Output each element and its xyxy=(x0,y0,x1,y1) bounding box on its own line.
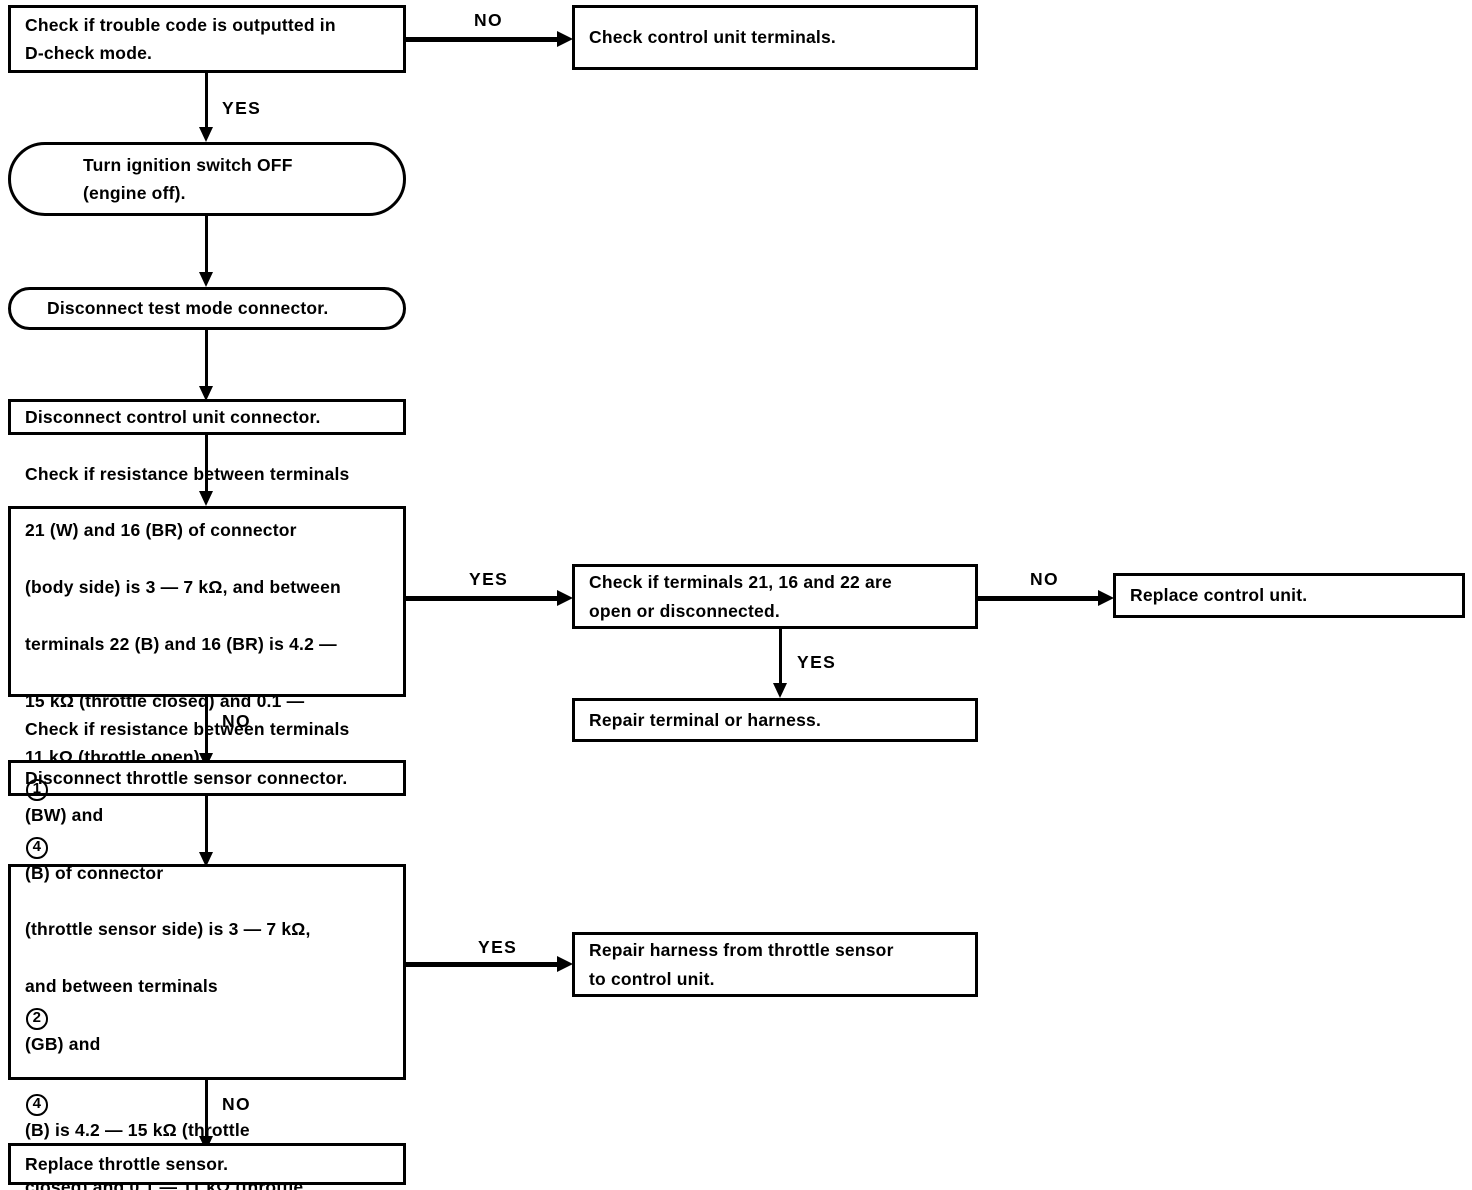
node-check-resistance-body-side[interactable]: Check if resistance between terminals 21… xyxy=(8,464,406,767)
node-replace-control-unit-label: Replace control unit. xyxy=(1130,585,1308,606)
node-disconnect-throttle-sensor-connector-label: Disconnect throttle sensor connector. xyxy=(25,767,348,788)
edge-ignition-to-testmode-arrowhead xyxy=(199,272,213,287)
edge-yes-3-line xyxy=(779,628,782,688)
node-check-resistance-sensor-side-label: Check if resistance between terminals 1 … xyxy=(11,686,363,1190)
node-repair-terminal-or-harness-label: Repair terminal or harness. xyxy=(589,709,822,730)
node-replace-throttle-sensor[interactable]: Replace throttle sensor. xyxy=(8,1143,406,1185)
node-disconnect-test-mode-connector-label: Disconnect test mode connector. xyxy=(47,298,329,319)
edge-yes-2-line xyxy=(405,596,560,601)
node-check-trouble-code-label: Check if trouble code is outputted in D-… xyxy=(25,14,336,63)
node-disconnect-control-unit-connector-label: Disconnect control unit connector. xyxy=(25,406,321,427)
edge-label-no-4: NO xyxy=(222,1094,252,1114)
edge-yes-1-line xyxy=(205,72,208,134)
edge-cuconn-to-resbody-arrowhead xyxy=(199,491,213,506)
node-check-resistance-sensor-side[interactable]: Check if resistance between terminals 1 … xyxy=(8,719,406,1190)
res-sensor-line-1: Check if resistance between terminals xyxy=(25,718,350,739)
res-sensor-line-2a: (BW) and xyxy=(25,804,104,825)
edge-tsconn-to-ressensor-line xyxy=(205,795,208,857)
edge-label-yes-3: YES xyxy=(797,652,837,672)
res-body-line-4: terminals 22 (B) and 16 (BR) is 4.2 — xyxy=(25,633,337,654)
terminal-number-2-icon: 2 xyxy=(26,1008,48,1030)
res-body-line-1: Check if resistance between terminals xyxy=(25,463,350,484)
edge-no-4-line xyxy=(205,1079,208,1141)
edge-label-yes-1: YES xyxy=(222,98,262,118)
edge-yes-3-arrowhead xyxy=(773,683,787,698)
edge-cuconn-to-resbody-line xyxy=(205,434,208,496)
terminal-number-1-icon: 1 xyxy=(26,778,48,801)
edge-no-3-line xyxy=(205,696,208,758)
node-check-terminals-open[interactable]: Check if terminals 21, 16 and 22 are ope… xyxy=(572,564,978,629)
edge-label-no-3: NO xyxy=(222,711,252,731)
res-sensor-line-3: (throttle sensor side) is 3 — 7 kΩ, xyxy=(25,919,311,940)
edge-no-1-line xyxy=(405,37,560,42)
edge-yes-4-line xyxy=(405,962,560,967)
node-repair-terminal-or-harness[interactable]: Repair terminal or harness. xyxy=(572,698,978,742)
node-check-control-unit-terminals[interactable]: Check control unit terminals. xyxy=(572,5,978,70)
res-body-line-2: 21 (W) and 16 (BR) of connector xyxy=(25,520,297,541)
edge-label-no-1: NO xyxy=(474,10,504,30)
edge-ignition-to-testmode-line xyxy=(205,215,208,277)
node-replace-control-unit[interactable]: Replace control unit. xyxy=(1113,573,1465,618)
node-disconnect-throttle-sensor-connector[interactable]: Disconnect throttle sensor connector. xyxy=(8,760,406,796)
terminal-number-4b-icon: 4 xyxy=(26,1094,48,1117)
res-sensor-line-5a: (B) is 4.2 — 15 kΩ (throttle xyxy=(25,1120,250,1141)
node-check-resistance-body-side-label: Check if resistance between terminals 21… xyxy=(11,431,363,771)
edge-yes-2-arrowhead xyxy=(557,590,573,606)
edge-label-yes-4: YES xyxy=(478,937,518,957)
edge-testmode-to-cuconn-line xyxy=(205,329,208,391)
edge-no-1-arrowhead xyxy=(557,31,573,47)
node-replace-throttle-sensor-label: Replace throttle sensor. xyxy=(25,1153,229,1174)
edge-yes-1-arrowhead xyxy=(199,127,213,142)
res-sensor-line-4a: and between terminals xyxy=(25,976,218,996)
res-sensor-line-4b: (GB) and xyxy=(25,1033,101,1054)
node-check-trouble-code[interactable]: Check if trouble code is outputted in D-… xyxy=(8,5,406,73)
node-disconnect-control-unit-connector[interactable]: Disconnect control unit connector. xyxy=(8,399,406,435)
edge-testmode-to-cuconn-arrowhead xyxy=(199,386,213,401)
node-check-terminals-open-label: Check if terminals 21, 16 and 22 are ope… xyxy=(589,572,892,621)
node-repair-harness-throttle-to-control-unit-label: Repair harness from throttle sensor to c… xyxy=(589,940,894,989)
edge-no-2-arrowhead xyxy=(1098,590,1114,606)
node-check-control-unit-terminals-label: Check control unit terminals. xyxy=(589,27,836,48)
node-turn-ignition-off-label: Turn ignition switch OFF (engine off). xyxy=(83,154,293,203)
res-sensor-line-2b: (B) of connector xyxy=(25,862,164,883)
node-turn-ignition-off[interactable]: Turn ignition switch OFF (engine off). xyxy=(8,142,406,216)
terminal-number-4-icon: 4 xyxy=(26,836,48,859)
res-body-line-3: (body side) is 3 — 7 kΩ, and between xyxy=(25,577,341,598)
edge-no-2-line xyxy=(977,596,1101,601)
node-disconnect-test-mode-connector[interactable]: Disconnect test mode connector. xyxy=(8,287,406,330)
edge-yes-4-arrowhead xyxy=(557,956,573,972)
node-repair-harness-throttle-to-control-unit[interactable]: Repair harness from throttle sensor to c… xyxy=(572,932,978,997)
edge-label-yes-2: YES xyxy=(469,569,509,589)
edge-label-no-2: NO xyxy=(1030,569,1060,589)
edge-tsconn-to-ressensor-arrowhead xyxy=(199,852,213,867)
res-body-line-5: 15 kΩ (throttle closed) and 0.1 — xyxy=(25,690,305,711)
